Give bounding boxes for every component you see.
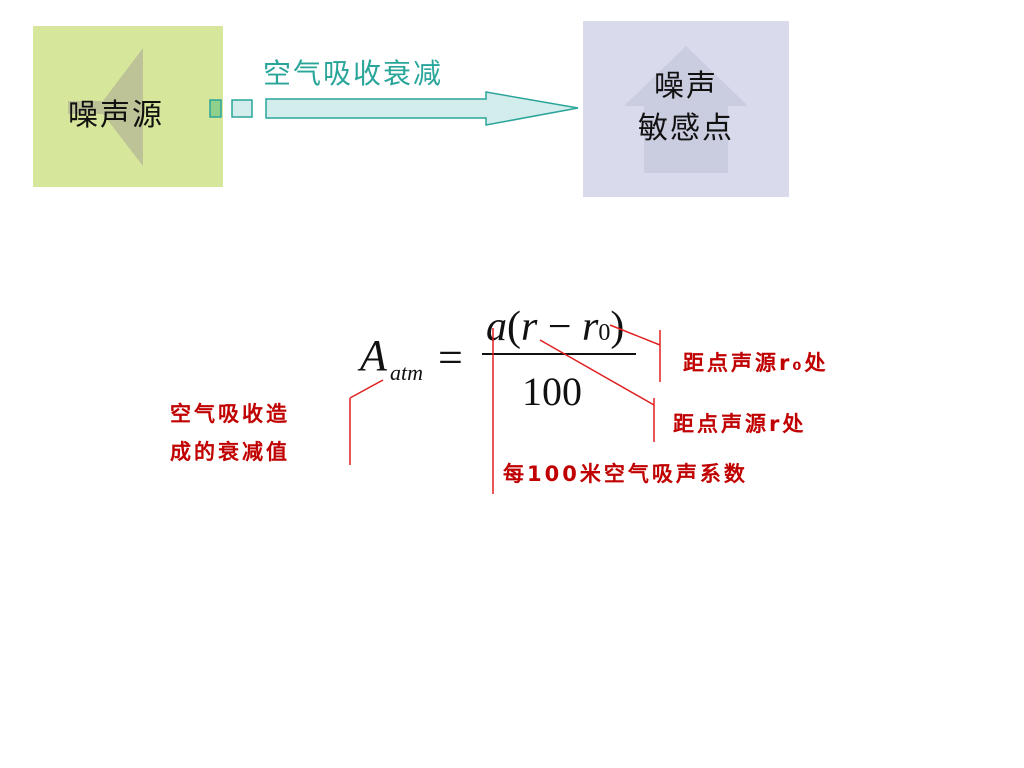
equation-lhs-symbol: A (360, 331, 387, 380)
arrow-shape (265, 91, 579, 126)
noise-source-label: 噪声源 (68, 98, 164, 133)
equation-lhs-subscript: atm (390, 360, 423, 385)
wave-square-1 (209, 99, 222, 118)
equation-denominator: 100 (522, 369, 582, 414)
receiver-line1: 噪声 (654, 69, 718, 104)
equation-equals: = (438, 333, 463, 382)
attenuation-value-line2: 成的衰减值 (170, 440, 290, 464)
equation-numerator: a(r − r0) (486, 304, 625, 350)
absorption-coefficient-label: 每100米空气吸声系数 (503, 462, 748, 486)
receiver-label: 噪声 敏感点 (583, 66, 789, 150)
receiver-line2: 敏感点 (638, 111, 734, 146)
attenuation-value-label: 空气吸收造 成的衰减值 (170, 395, 290, 471)
speaker-icon (68, 48, 143, 166)
fraction-bar (482, 353, 636, 355)
house-icon (624, 46, 748, 173)
attenuation-value-line1: 空气吸收造 (170, 402, 290, 426)
leader-left-diagonal (349, 379, 384, 399)
distance-r-label: 距点声源r处 (673, 412, 807, 436)
wave-square-2 (231, 99, 253, 118)
distance-r0-label: 距点声源r₀处 (683, 351, 829, 375)
leader-r-diagonal (539, 339, 655, 406)
propagation-arrow (209, 91, 579, 126)
leader-r0-diagonal (609, 324, 661, 346)
air-absorption-title: 空气吸收衰减 (263, 57, 444, 90)
